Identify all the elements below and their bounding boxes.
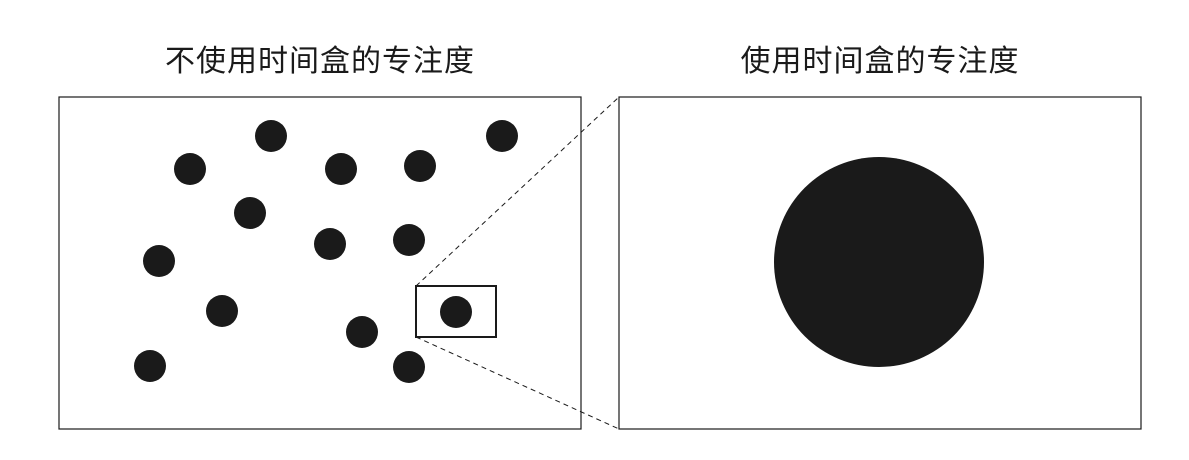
right-panel-title: 使用时间盒的专注度	[740, 44, 1020, 79]
focus-dot	[404, 150, 436, 182]
focus-dot-selected	[440, 296, 472, 328]
focus-dot	[234, 197, 266, 229]
focus-dot	[143, 245, 175, 277]
focus-dot	[206, 295, 238, 327]
left-panel-frame	[58, 96, 582, 430]
right-panel-frame	[618, 96, 1142, 430]
focus-dot	[486, 120, 518, 152]
left-panel-title: 不使用时间盒的专注度	[165, 44, 475, 79]
zoom-connector-top	[415, 96, 620, 287]
scattered-dots	[134, 120, 518, 383]
selection-box	[415, 285, 497, 338]
focus-dot	[174, 153, 206, 185]
focus-dot	[325, 153, 357, 185]
focus-dot	[255, 120, 287, 152]
focus-dot	[134, 350, 166, 382]
focused-dot-large	[774, 157, 984, 367]
zoom-connector-bottom	[415, 336, 620, 430]
focus-dot	[393, 351, 425, 383]
focus-dot	[346, 316, 378, 348]
focus-dot	[393, 224, 425, 256]
focus-dot	[314, 228, 346, 260]
